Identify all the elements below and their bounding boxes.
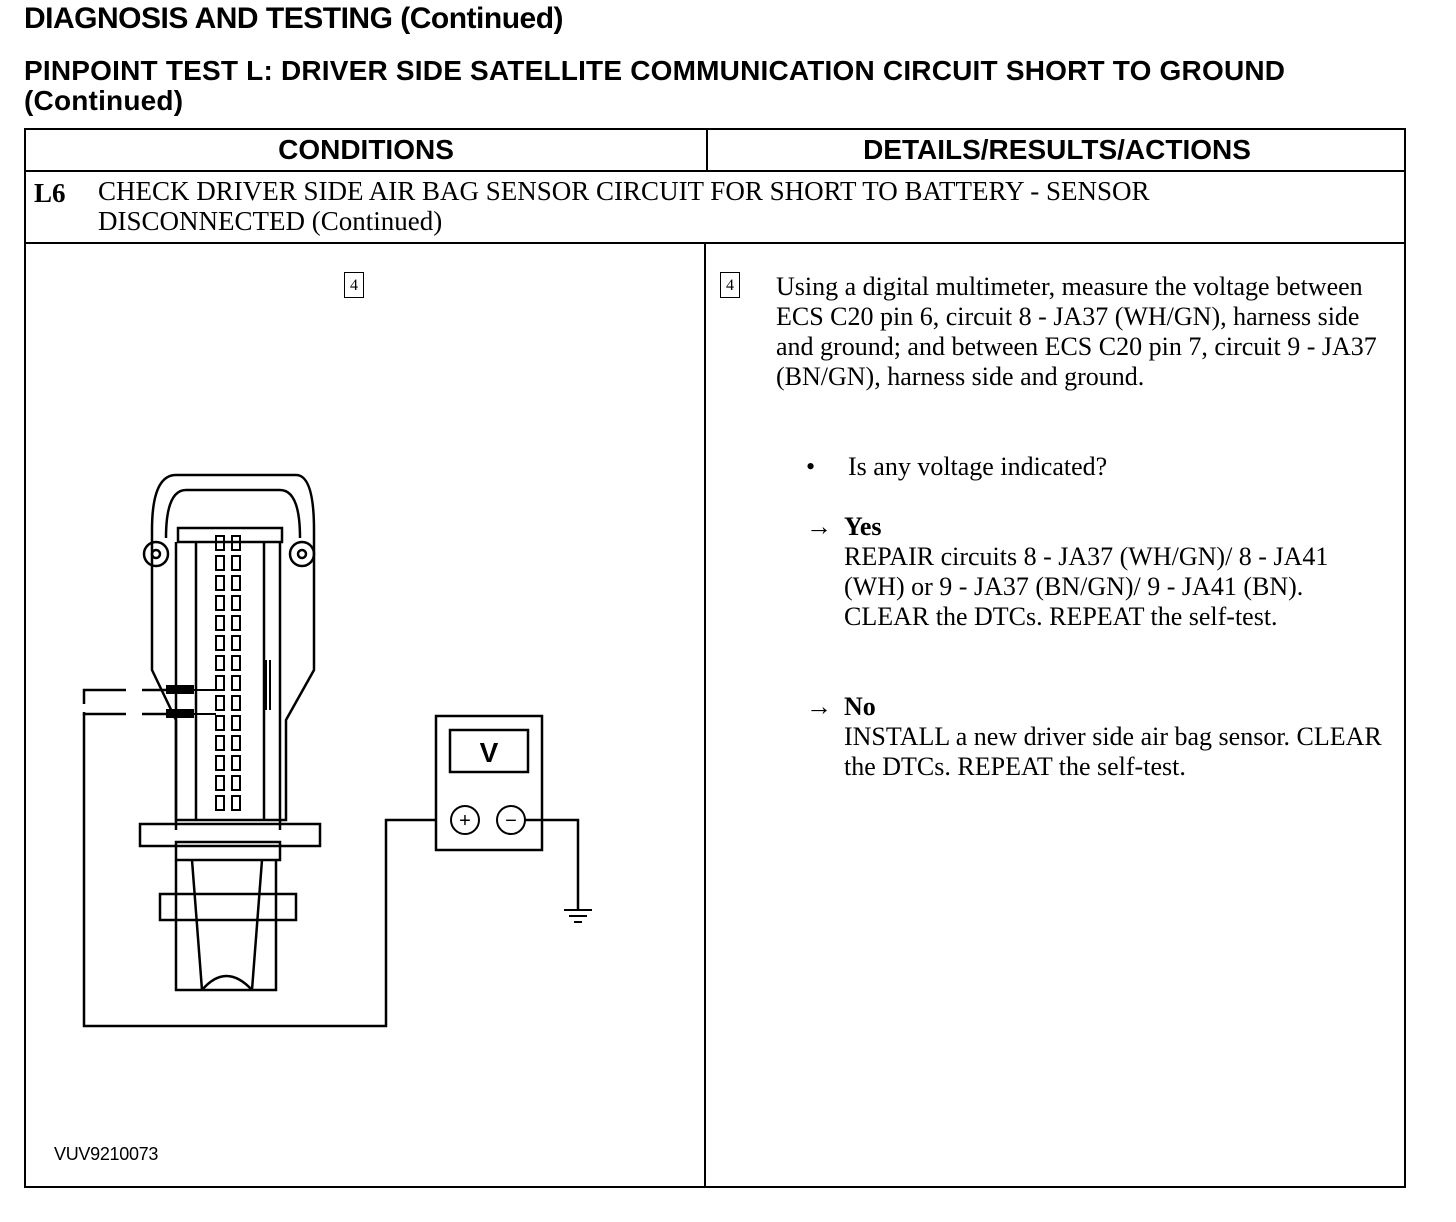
- yes-action: REPAIR circuits 8 - JA37 (WH/GN)/ 8 - JA…: [844, 542, 1329, 631]
- procedure-text: Using a digital multimeter, measure the …: [776, 272, 1377, 391]
- connector-diagram: V + −: [82, 473, 592, 1028]
- left-step-box: 4: [344, 272, 364, 298]
- minus-terminal-label: −: [505, 810, 517, 832]
- header-divider: [706, 130, 708, 170]
- no-label: No: [844, 692, 876, 721]
- test-title: PINPOINT TEST L: DRIVER SIDE SATELLITE C…: [24, 56, 1285, 116]
- page-title: DIAGNOSIS AND TESTING (Continued): [24, 2, 564, 35]
- conditions-header: CONDITIONS: [278, 134, 454, 165]
- voltmeter: [434, 714, 592, 923]
- step-title: CHECK DRIVER SIDE AIR BAG SENSOR CIRCUIT…: [98, 176, 1150, 236]
- details-header: DETAILS/RESULTS/ACTIONS: [863, 134, 1251, 165]
- no-action: INSTALL a new driver side air bag sensor…: [844, 722, 1382, 781]
- step-id: L6: [34, 178, 66, 208]
- question-bullet: •: [806, 452, 816, 481]
- test-title-line1: PINPOINT TEST L: DRIVER SIDE SATELLITE C…: [24, 55, 1286, 86]
- plus-terminal-label: +: [459, 810, 471, 832]
- no-arrow: →: [806, 692, 832, 721]
- probe-leads: [82, 685, 438, 1028]
- header-rule: [26, 170, 1404, 172]
- pinpoint-table: CONDITIONS DETAILS/RESULTS/ACTIONS L6 CH…: [24, 128, 1406, 1188]
- step-rule: [26, 242, 1404, 244]
- yes-arrow: →: [806, 512, 832, 541]
- question-text: Is any voltage indicated?: [848, 452, 1108, 481]
- right-step-box: 4: [720, 272, 740, 298]
- body-divider: [704, 242, 706, 1186]
- test-title-line2: (Continued): [24, 85, 184, 116]
- voltmeter-display-label: V: [480, 737, 499, 768]
- figure-id: VUV9210073: [54, 1144, 159, 1164]
- yes-label: Yes: [844, 512, 882, 541]
